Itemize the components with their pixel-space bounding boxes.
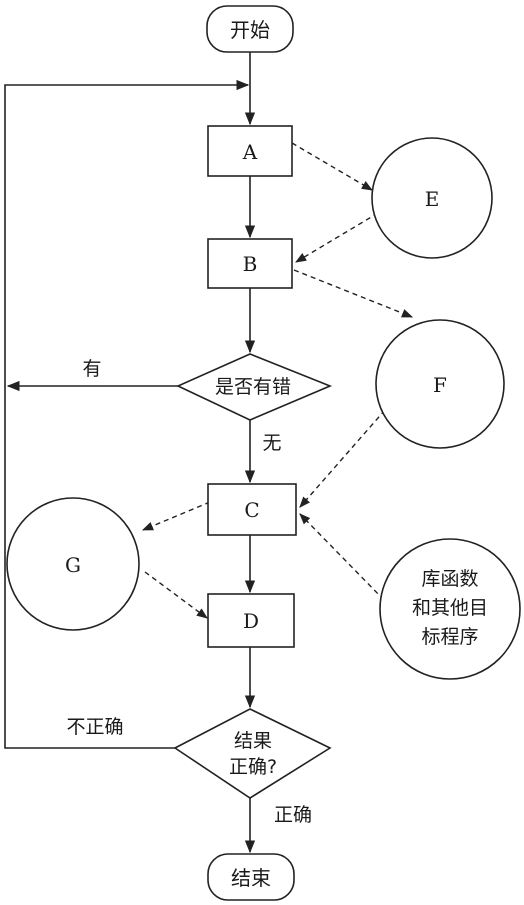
edge-e-to-b (295, 212, 379, 263)
library-circle (379, 538, 521, 680)
process-a-label: A (242, 140, 258, 164)
module-g-circle (6, 497, 140, 631)
edge-library-to-c (299, 513, 385, 601)
edge-label-incorrect: 不正确 (66, 716, 123, 738)
process-b-node (207, 238, 293, 289)
result-check-label-line1: 结果 (234, 730, 272, 752)
error-check-diamond (176, 353, 333, 421)
library-label-line3: 标程序 (421, 626, 478, 648)
start-node (206, 5, 294, 53)
process-d-label: D (243, 609, 259, 633)
edge-c-to-g (141, 501, 211, 531)
result-check-diamond (173, 708, 332, 799)
edge-label-correct: 正确 (274, 804, 312, 826)
module-f-circle (375, 319, 505, 449)
module-e-circle (371, 137, 493, 259)
process-c-node (207, 483, 297, 536)
edge-g-to-d (144, 571, 208, 619)
edge-incorrect-loop (4, 79, 250, 749)
process-d-node (207, 593, 295, 648)
end-node (207, 853, 295, 901)
edge-f-to-c (299, 409, 386, 508)
edge-a-to-e (291, 142, 373, 191)
process-c-label: C (244, 498, 259, 522)
library-label-line1: 库函数 (421, 568, 478, 590)
result-check-label-line2: 正确? (229, 756, 277, 778)
error-check-label: 是否有错 (215, 376, 291, 398)
edge-b-to-f (293, 269, 414, 318)
process-b-label: B (243, 252, 258, 276)
module-g-label: G (65, 553, 81, 577)
edge-label-has-error: 有 (82, 358, 101, 380)
module-f-label: F (433, 373, 447, 397)
edge-label-no-error: 无 (262, 432, 281, 454)
start-label: 开始 (230, 18, 270, 42)
end-label: 结束 (231, 866, 271, 890)
library-label-line2: 和其他目 (412, 597, 488, 619)
module-e-label: E (425, 187, 440, 211)
process-a-node (207, 125, 293, 177)
